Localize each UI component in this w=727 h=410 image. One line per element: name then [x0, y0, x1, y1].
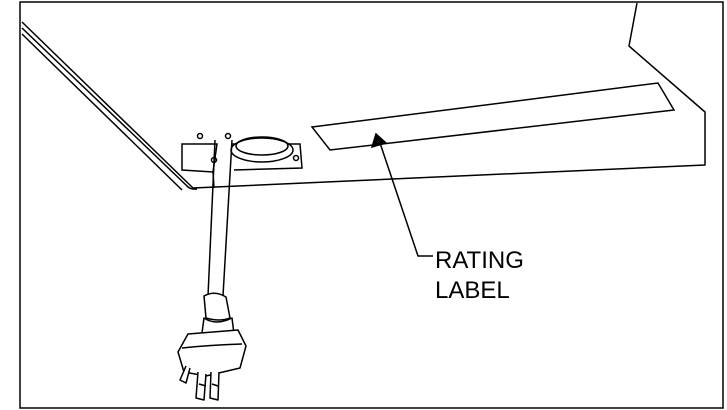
power-plug	[177, 292, 247, 401]
arrow-head-icon	[370, 132, 388, 149]
callout-leader	[370, 132, 433, 257]
callout-line-1: RATING	[435, 247, 524, 274]
rating-label-plate	[310, 82, 676, 151]
appliance-panel	[21, 2, 706, 191]
power-cord	[207, 139, 233, 297]
callout-line-2: LABEL	[435, 277, 510, 304]
diagram-frame	[19, 1, 724, 409]
cord-exit-plate	[181, 132, 303, 173]
